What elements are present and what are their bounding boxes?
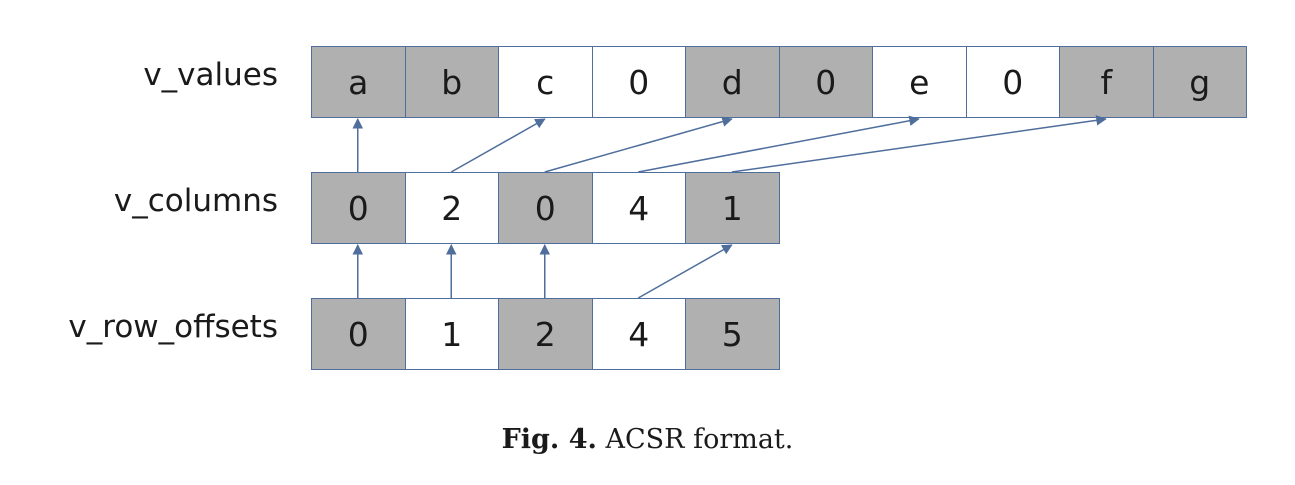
cell-row-offsets-0: 0 [311,298,406,370]
cell-values-7: 0 [965,46,1060,118]
cell-row-offsets-1: 1 [404,298,499,370]
caption-text: ACSR format. [605,424,794,455]
caption-label: Fig. 4. [501,424,597,455]
cell-row-offsets-2: 2 [498,298,593,370]
cell-values-4: d [685,46,780,118]
cell-values-5: 0 [778,46,873,118]
cell-values-8: f [1059,46,1154,118]
arrow-columns-3-to-values-6 [638,115,920,173]
cell-values-1: b [404,46,499,118]
row-label-row-offsets: v_row_offsets [68,309,278,345]
figure-caption: Fig. 4. ACSR format. [0,424,1295,455]
arrow-columns-1-to-values-2 [450,118,546,173]
arrow-columns-4-to-values-8 [731,115,1107,173]
row-label-columns: v_columns [113,183,278,219]
cell-columns-2: 0 [498,172,593,244]
cell-values-3: 0 [591,46,686,118]
cell-values-0: a [311,46,406,118]
cell-values-2: c [498,46,593,118]
arrow-row-offsets-3-to-columns-4 [637,244,733,299]
row-label-values: v_values [143,57,278,93]
cell-columns-3: 4 [591,172,686,244]
cell-columns-4: 1 [685,172,780,244]
cell-values-6: e [872,46,967,118]
cell-columns-1: 2 [404,172,499,244]
arrow-columns-2-to-values-4 [544,116,733,173]
cell-row-offsets-4: 5 [685,298,780,370]
cell-row-offsets-3: 4 [591,298,686,370]
cell-columns-0: 0 [311,172,406,244]
cell-values-9: g [1152,46,1247,118]
